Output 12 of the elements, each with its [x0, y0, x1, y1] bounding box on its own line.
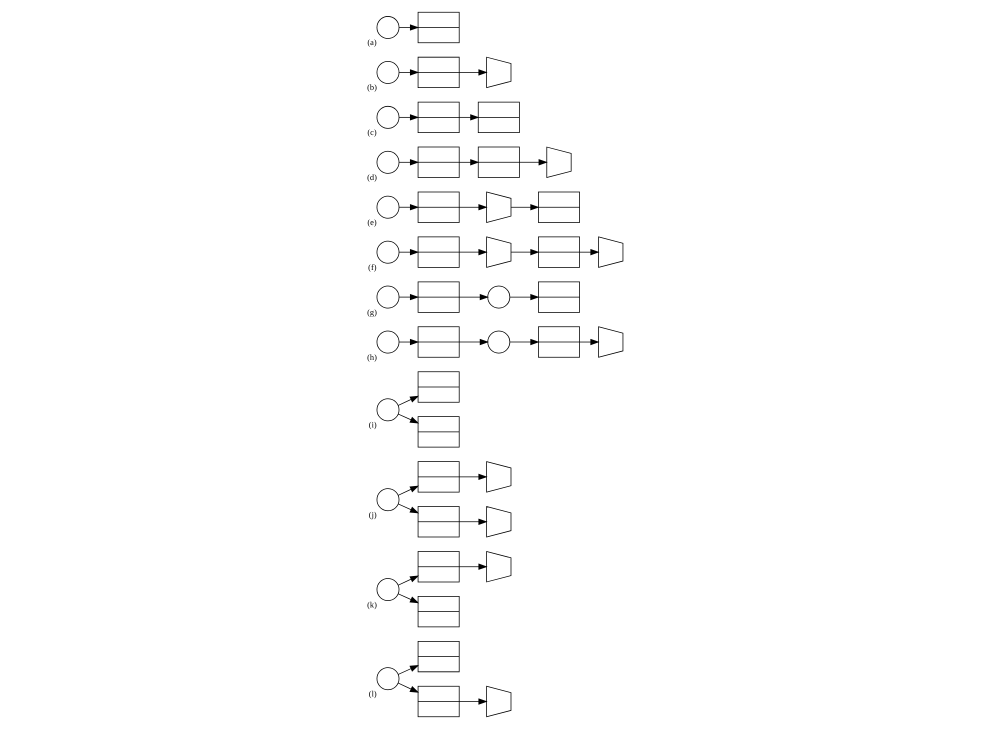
node-label: (k) — [366, 600, 376, 610]
node-label: (c) — [366, 128, 376, 138]
node-label: (e) — [366, 218, 376, 227]
node-label: (g) — [366, 308, 376, 317]
node-label: (d) — [366, 173, 376, 182]
node-label: (j) — [368, 510, 376, 520]
node-label: (h) — [366, 352, 376, 362]
node-label: (b) — [366, 83, 376, 92]
node-label: (a) — [366, 38, 376, 48]
node-label: (l) — [368, 689, 376, 698]
node-label: (i) — [368, 420, 376, 430]
node-label: (f) — [368, 262, 376, 272]
